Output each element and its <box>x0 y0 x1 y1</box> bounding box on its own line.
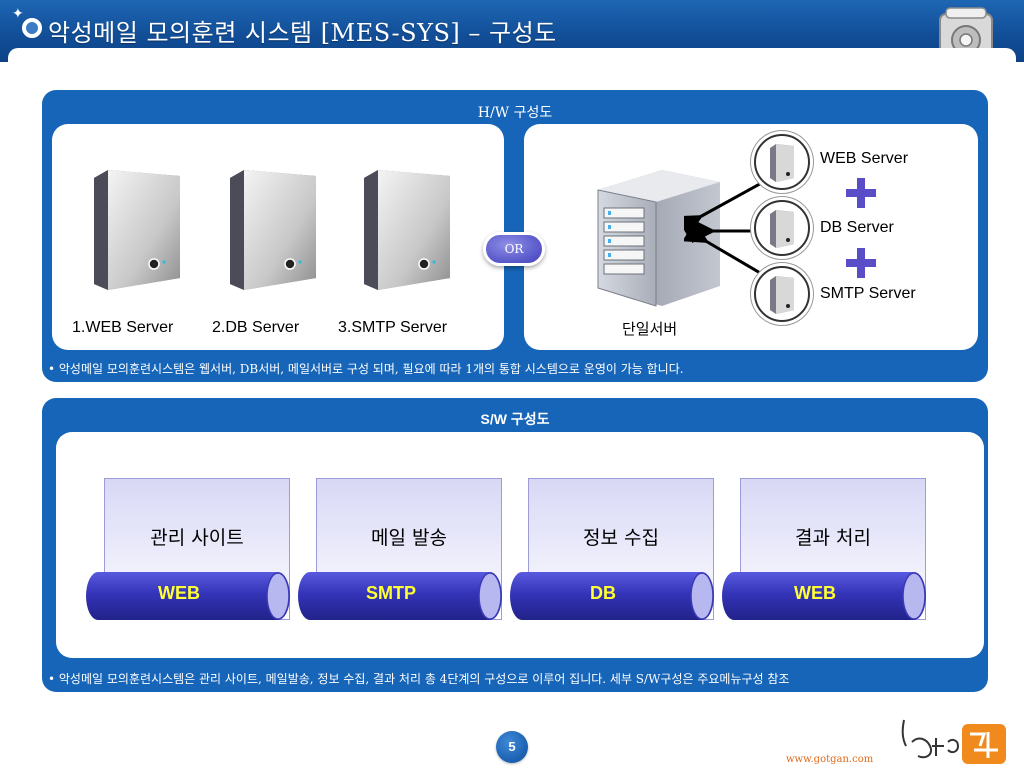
cylinder-db: DB <box>510 570 716 622</box>
hw-section-title: H/W 구성도 <box>477 105 553 121</box>
web-server-small-icon <box>770 144 794 182</box>
module-label: 메일 발송 <box>371 527 447 549</box>
sw-section: S/W 구성도 관리 사이트 메일 발송 정보 수집 결과 처리 <box>42 398 988 692</box>
cylinder-label: DB <box>590 583 616 603</box>
module-label: 정보 수집 <box>583 527 659 549</box>
sw-section-title: S/W 구성도 <box>480 411 550 427</box>
server-label-smtp: 3.SMTP Server <box>338 319 448 336</box>
page-number: 5 <box>496 731 528 763</box>
web-server-circle <box>754 134 810 190</box>
web-server-icon <box>94 170 180 290</box>
side-label-smtp: SMTP Server <box>820 285 916 302</box>
db-server-circle <box>754 200 810 256</box>
title-bullet-icon <box>22 18 42 38</box>
side-label-web: WEB Server <box>820 150 909 167</box>
cylinder-label: WEB <box>794 583 836 603</box>
sw-modules-box: 관리 사이트 메일 발송 정보 수집 결과 처리 WEB <box>56 432 984 658</box>
smtp-server-small-icon <box>770 276 794 314</box>
sparkle-icon: ✦ <box>12 6 24 22</box>
db-server-small-icon <box>770 210 794 248</box>
single-server-label: 단일서버 <box>622 320 678 338</box>
cylinder-shape <box>722 572 926 620</box>
cylinder-web: WEB <box>86 570 292 622</box>
hw-multi-server-box: 1.WEB Server 2.DB Server 3.SMTP Server <box>52 124 504 350</box>
module-label: 결과 처리 <box>795 527 871 549</box>
smtp-server-icon <box>364 170 450 290</box>
server-label-web: 1.WEB Server <box>72 319 174 336</box>
hw-note: • 악성메일 모의훈련시스템은 웹서버, DB서버, 메일서버로 구성 되며, … <box>48 362 684 376</box>
cylinder-smtp: SMTP <box>298 570 504 622</box>
plus-icon <box>846 178 876 208</box>
rack-server-icon <box>597 170 720 307</box>
sw-note: • 악성메일 모의훈련시스템은 관리 사이트, 메일발송, 정보 수집, 결과 … <box>48 672 790 686</box>
hw-single-server-box: 단일서버 <box>524 124 978 350</box>
or-badge: OR <box>483 232 545 266</box>
footer-url: www.gotgan.com <box>786 754 874 765</box>
side-label-db: DB Server <box>820 219 894 236</box>
server-label-db: 2.DB Server <box>212 319 300 336</box>
plus-icon <box>846 248 876 278</box>
brand-logo-icon <box>901 719 1006 764</box>
page-title: 악성메일 모의훈련 시스템 [MES-SYS] – 구성도 <box>48 19 557 47</box>
module-label: 관리 사이트 <box>150 527 244 549</box>
cylinder-shape <box>86 572 290 620</box>
cylinder-shape <box>298 572 502 620</box>
smtp-server-circle <box>754 266 810 322</box>
cylinder-shape <box>510 572 714 620</box>
cylinder-label: WEB <box>158 583 200 603</box>
cylinder-label: SMTP <box>365 583 416 603</box>
cylinder-web-2: WEB <box>722 570 928 622</box>
db-server-icon <box>230 170 316 290</box>
